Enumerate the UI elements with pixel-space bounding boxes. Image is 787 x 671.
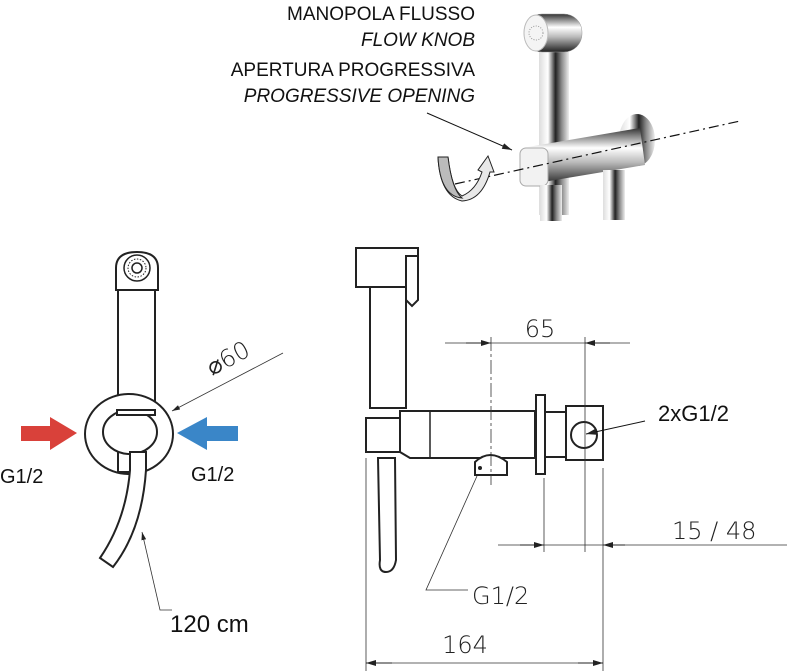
diameter-leader	[171, 352, 284, 412]
side-flange	[535, 394, 546, 475]
hose-length-label: 120 cm	[170, 611, 249, 638]
outlet-label: G1/2	[472, 582, 529, 610]
connection-port	[570, 421, 598, 449]
dim-wall-label: 15 / 48	[672, 517, 756, 545]
valve-body	[522, 128, 645, 185]
handle-outline	[117, 286, 156, 410]
spray-face	[523, 14, 549, 52]
connection-label: 2xG1/2	[658, 401, 729, 426]
product-photo	[437, 13, 741, 221]
knob-annotation: MANOPOLA FLUSSO FLOW KNOB APERTURA PROGR…	[231, 4, 513, 151]
shower-head-outline	[115, 250, 159, 291]
outlet-leader	[425, 475, 478, 591]
hot-inlet-arrow-icon	[21, 417, 77, 450]
opening-label-en: PROGRESSIVE OPENING	[244, 86, 475, 107]
side-body-outline	[399, 410, 536, 459]
knob-label-en: FLOW KNOB	[361, 30, 475, 51]
hose-outline	[98, 451, 147, 569]
rotation-axis	[454, 120, 741, 185]
front-view: G1/2 G1/2 ⌀60 120 cm	[0, 250, 284, 638]
side-handle-outline	[369, 286, 407, 409]
knob-leader-line	[426, 112, 513, 151]
knob-label-it: MANOPOLA FLUSSO	[287, 4, 475, 25]
supply-pipe	[603, 170, 625, 220]
side-coupling	[365, 417, 401, 453]
dim-65-label: 65	[525, 315, 556, 343]
inlet-right-label: G1/2	[191, 464, 234, 486]
inlet-left-label: G1/2	[0, 466, 43, 488]
cold-inlet-arrow-icon	[177, 417, 238, 450]
hose-photo	[540, 185, 562, 221]
opening-label-it: APERTURA PROGRESSIVA	[231, 60, 476, 81]
diameter-label: ⌀60	[202, 335, 255, 381]
dim-total-label: 164	[442, 631, 488, 659]
hose-leader	[141, 531, 172, 611]
knob-outline	[102, 409, 158, 455]
connection-leader	[585, 420, 646, 435]
side-view: 65 2xG1/2 15 / 48 G1/2 164	[355, 247, 787, 671]
side-hose-outline	[376, 457, 398, 574]
